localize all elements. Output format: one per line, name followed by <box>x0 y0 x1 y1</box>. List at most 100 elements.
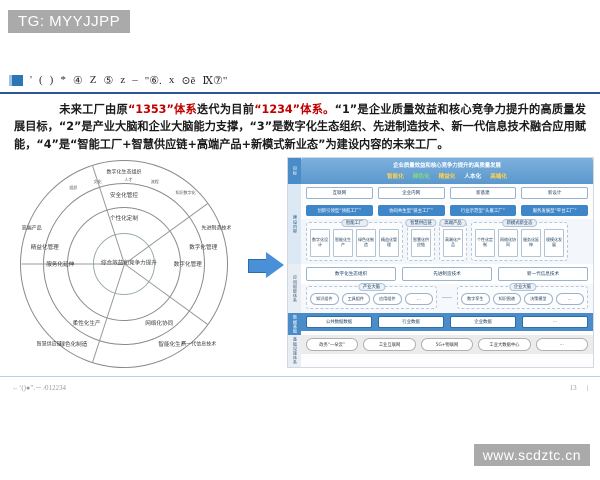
group-caption: 新模式新业态 <box>501 219 538 228</box>
blue-square-icon <box>12 74 23 86</box>
circle-outer-label: 高端产品 <box>21 225 42 232</box>
header-tag: 人本化 <box>464 174 482 181</box>
circle-outer-label: 数字化生态组织 <box>106 169 142 176</box>
symbol-token: ( <box>38 74 43 86</box>
group-cell: 个性化定制 <box>475 229 495 258</box>
watermark-top: TG: MYYJJPP <box>8 10 131 33</box>
infra-box: 5G+物联网 <box>420 338 474 352</box>
circle-mid-label: 精益化管理 <box>30 245 59 252</box>
brain-chip: 应用组件 <box>373 293 402 306</box>
group-supply-chain: 智慧供应链 智慧化供应链 <box>405 219 437 262</box>
circle-inner-label: 数字化管理 <box>173 262 202 269</box>
footer-page: 13 | <box>570 384 588 392</box>
data-box: 公共数据数据 <box>306 316 372 329</box>
circle-outer-tag: 流程 <box>150 179 159 185</box>
brain-connector <box>442 297 452 299</box>
arch-header-row: 目标 企业质量效益和核心竞争力提升的高质量发展 智能化 绿色化 精益化 人本化 … <box>288 158 593 185</box>
side-label-content: 建设内容 <box>288 184 301 265</box>
category-row: 互联网 企业内网 新基建 新设计 <box>301 184 593 202</box>
symbol-token: x <box>168 74 175 86</box>
circle-mid-label: 绿色化制造 <box>59 341 88 348</box>
infra-box-row: 政务“一朵云” 工业互联网 5G+物联网 工业大数据中心 … <box>301 335 593 355</box>
category-box: 互联网 <box>306 187 373 200</box>
data-box: … <box>522 316 588 329</box>
arrow-panel <box>245 157 287 372</box>
symbol-token: ⑤ <box>103 74 114 87</box>
header-tag: 高端化 <box>490 174 507 181</box>
data-box: 企业数据 <box>450 316 516 329</box>
category-box: 企业内网 <box>377 187 445 200</box>
group-cell: 绿色化制造 <box>356 229 376 258</box>
brain-chip: 数字孪生 <box>461 293 490 306</box>
circular-diagram-panel: 综合效益和竞争力提升 个性化定制 数字化管理 网络化协同 柔性化生产 服务化延伸… <box>0 157 245 372</box>
para-highlight-1353: “1353”体系 <box>127 103 197 116</box>
symbol-token: ④ <box>72 74 83 87</box>
build-content-band: 智能工厂 数字化设计 智能化生产 绿色化制造 精益化管理 智慧供应链 智慧化供应… <box>301 219 593 265</box>
brain-chip: 决策模型 <box>524 293 553 306</box>
arch-data-row: 数据基础 公共数据数据 行业数据 企业数据 … <box>288 313 593 336</box>
group-new-business-model: 新模式新业态 个性化定制 网络化协同 服务化延伸 规模化发展 <box>471 219 568 262</box>
concentric-circle-diagram: 综合效益和竞争力提升 个性化定制 数字化管理 网络化协同 柔性化生产 服务化延伸… <box>14 159 234 369</box>
side-label-infra: 基础设施体系 <box>288 335 301 367</box>
tech-row: 数字化生态组织 先进制造技术 新一代信息技术 <box>301 264 593 285</box>
group-smart-factory: 智能工厂 数字化设计 智能化生产 绿色化制造 精益化管理 <box>306 219 403 262</box>
symbol-token: – <box>132 74 138 86</box>
para-seg-1: 未来工厂由原 <box>36 103 128 116</box>
factory-type-pill: 创新引领型“领航工厂” <box>306 205 373 217</box>
symbol-token: Ⅸ⑦" <box>202 74 228 87</box>
brain-chip: … <box>404 293 433 306</box>
category-box: 新基建 <box>449 187 517 200</box>
brain-chip: … <box>555 293 584 306</box>
data-box: 行业数据 <box>378 316 444 329</box>
slide-footer: ←‘()●”.－ ⁄012234 13 | <box>0 376 600 398</box>
para-seg-2: 迭代为目前 <box>196 103 255 116</box>
group-list: 智能工厂 数字化设计 智能化生产 绿色化制造 精益化管理 智慧供应链 智慧化供应… <box>306 219 588 262</box>
factory-type-pill: 服务发展型“平台工厂” <box>521 205 588 217</box>
group-caption: 智慧供应链 <box>405 219 437 228</box>
circle-core-label: 综合效益和竞争力提升 <box>101 260 157 267</box>
factory-type-pill: 行业示范型“头雁工厂” <box>449 205 517 217</box>
para-seg-3: “1”是企业质量效益和核心竞争力提升的高质量发展目标，“2”是产业大脑和企业大脑… <box>14 103 586 151</box>
side-label-target: 目标 <box>288 158 301 185</box>
data-box-row: 公共数据数据 行业数据 企业数据 … <box>301 313 593 332</box>
group-cell: 规模化发展 <box>544 229 564 258</box>
tech-box: 新一代信息技术 <box>498 267 588 282</box>
arch-empower-row: 应用赋能体系 数字化生态组织 先进制造技术 新一代信息技术 产业大脑 知识组件 … <box>288 264 593 314</box>
header-tag: 绿色化 <box>412 174 430 181</box>
circle-outer-tag: 人才 <box>124 177 133 183</box>
architecture-diagram-panel: 目标 企业质量效益和核心竞争力提升的高质量发展 智能化 绿色化 精益化 人本化 … <box>287 157 600 372</box>
industry-brain-group: 产业大脑 知识组件 工具组件 应用组件 … <box>306 283 437 310</box>
arch-infra-row: 基础设施体系 政务“一朵云” 工业互联网 5G+物联网 工业大数据中心 … <box>288 335 593 367</box>
symbol-token: * <box>60 74 66 86</box>
circle-inner-label: 柔性化生产 <box>72 320 101 327</box>
arch-header-title: 企业质量效益和核心竞争力提升的高质量发展 <box>393 163 501 170</box>
infra-box: 政务“一朵云” <box>306 338 359 352</box>
watermark-bottom: www.scdztc.cn <box>473 444 590 466</box>
header-tag: 智能化 <box>387 174 404 181</box>
symbol-token: Z <box>89 74 97 86</box>
group-cell: 精益化管理 <box>379 229 399 258</box>
circle-outer-tag: 组织 <box>69 185 78 191</box>
infra-box: 工业大数据中心 <box>478 338 531 352</box>
footer-left-text: ←‘()●”.－ ⁄012234 <box>12 383 66 392</box>
tech-box: 先进制造技术 <box>402 267 492 282</box>
body-paragraph: 未来工厂由原“1353”体系迭代为目前“1234”体系。“1”是企业质量效益和核… <box>14 101 586 153</box>
arch-header: 企业质量效益和核心竞争力提升的高质量发展 智能化 绿色化 精益化 人本化 高端化 <box>301 158 593 185</box>
brain-caption: 企业大脑 <box>508 283 537 292</box>
side-label-empower: 应用赋能体系 <box>288 264 301 314</box>
architecture-diagram: 目标 企业质量效益和核心竞争力提升的高质量发展 智能化 绿色化 精益化 人本化 … <box>287 157 594 368</box>
arrow-head <box>266 251 284 278</box>
symbol-token: "⑥. <box>144 74 162 87</box>
category-box: 新设计 <box>521 187 588 200</box>
header-tag: 精益化 <box>438 174 456 181</box>
infra-box: … <box>535 338 589 352</box>
symbol-token: z <box>120 74 126 86</box>
circle-mid-label: 数字化管理 <box>189 245 218 252</box>
group-cell: 智慧化供应链 <box>411 229 431 258</box>
arch-header-tags: 智能化 绿色化 精益化 人本化 高端化 <box>305 172 589 180</box>
circle-mid-label: 安全化管控 <box>110 192 138 199</box>
circle-inner-label: 网络化协同 <box>145 320 174 327</box>
group-caption: 高端产品 <box>439 219 467 228</box>
brain-chip: 知识组件 <box>310 293 339 306</box>
group-high-end-product: 高端产品 高端化产品 <box>439 219 467 262</box>
